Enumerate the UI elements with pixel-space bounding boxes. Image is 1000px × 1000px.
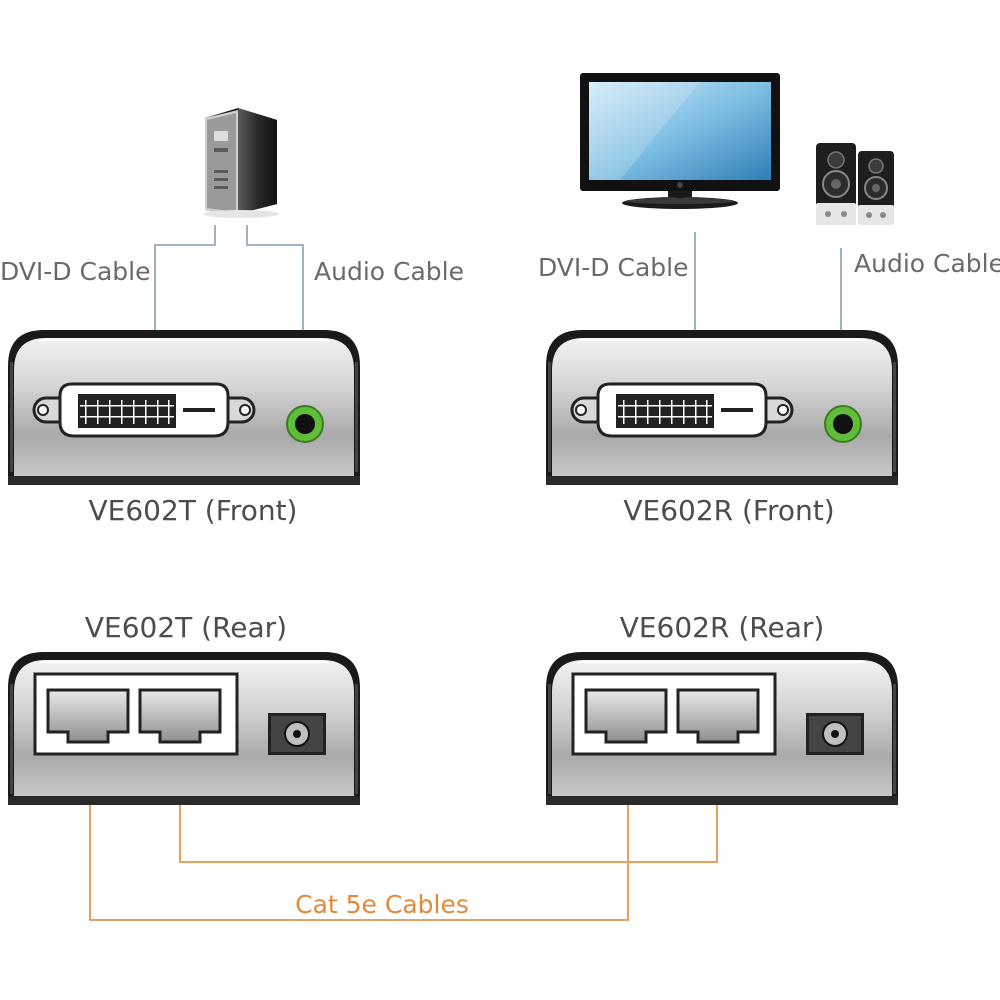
- dvi-port-icon: [570, 382, 794, 438]
- rj45-port-icon: [138, 688, 222, 744]
- rx-rear-caption: VE602R (Rear): [620, 611, 825, 644]
- rx-audio-cable-label: Audio Cable: [854, 249, 1000, 278]
- tx-dvi-cable-line: [154, 225, 216, 330]
- cat5-cable-outer: [89, 805, 629, 921]
- audio-jack-icon: [286, 405, 324, 443]
- rx-dvi-cable-label: DVI-D Cable: [538, 253, 688, 282]
- tx-rear-caption: VE602T (Rear): [85, 611, 287, 644]
- flat-monitor-icon: [580, 73, 780, 209]
- av-cables: [154, 225, 842, 372]
- audio-jack-icon: [824, 405, 862, 443]
- ve602t-rear-unit: [8, 652, 360, 805]
- ve602r-front-unit: [546, 330, 898, 485]
- ve602t-front-unit: [8, 330, 360, 485]
- tx-audio-cable-label: Audio Cable: [314, 257, 464, 286]
- cat5e-cables-label: Cat 5e Cables: [295, 890, 469, 919]
- rj45-port-icon: [676, 688, 760, 744]
- tx-audio-cable-line: [246, 225, 304, 330]
- cat5-cable-inner: [179, 805, 718, 863]
- desktop-tower-icon: [203, 108, 279, 218]
- dvi-port-icon: [32, 382, 256, 438]
- tx-front-caption: VE602T (Front): [89, 494, 298, 527]
- power-jack-icon: [806, 713, 864, 755]
- rj45-port-icon: [584, 688, 668, 744]
- power-jack-icon: [268, 713, 326, 755]
- cat5-cables: [89, 805, 718, 921]
- rj45-port-icon: [46, 688, 130, 744]
- rx-front-caption: VE602R (Front): [623, 494, 834, 527]
- speakers-icon: [816, 143, 894, 225]
- tx-dvi-cable-label: DVI-D Cable: [0, 257, 150, 286]
- ve602r-rear-unit: [546, 652, 898, 805]
